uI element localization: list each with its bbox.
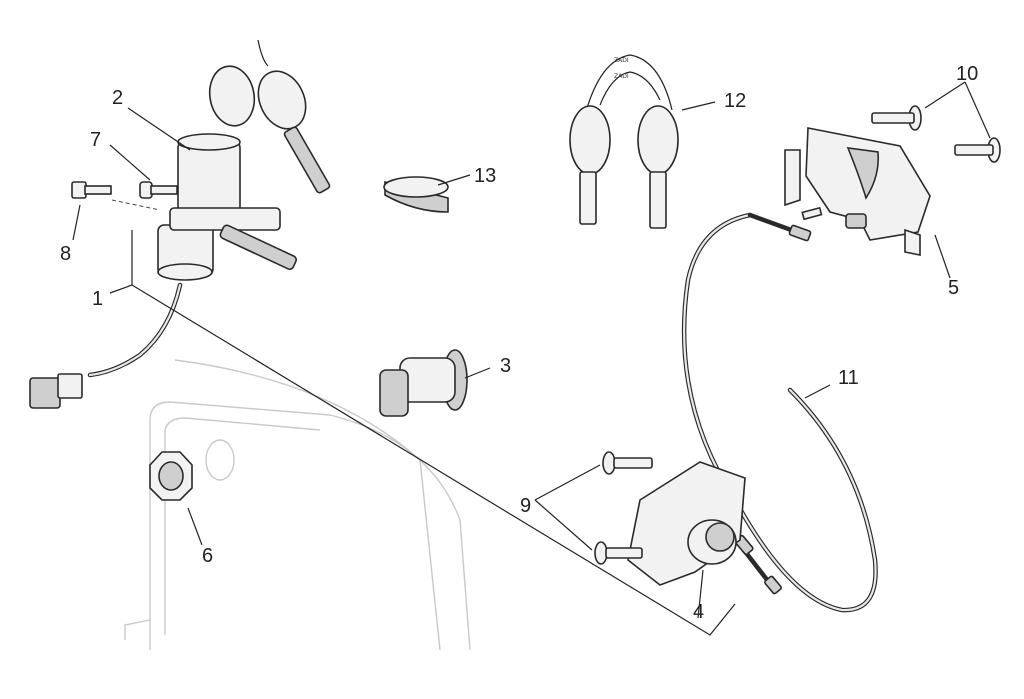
bolt-8 xyxy=(71,181,161,211)
callout-9: 9 xyxy=(520,495,531,517)
callout-4: 4 xyxy=(693,601,704,623)
callout-6: 6 xyxy=(202,545,213,567)
leader-lines xyxy=(72,81,991,636)
screws-10 xyxy=(871,105,1001,163)
latch-bracket-5 xyxy=(784,127,931,256)
callout-2: 2 xyxy=(112,87,123,109)
key-tag-label-2: ZADI xyxy=(614,73,629,80)
callout-5: 5 xyxy=(948,277,959,299)
callout-1: 1 xyxy=(92,288,103,310)
cable-11 xyxy=(681,212,878,613)
callout-12: 12 xyxy=(724,90,746,112)
key-pair-12: ZADI ZADI xyxy=(569,54,679,229)
nut-6 xyxy=(149,451,193,501)
callout-3: 3 xyxy=(500,355,511,377)
frame-outline-background xyxy=(124,359,471,651)
ring-13 xyxy=(383,176,449,213)
screw-7 xyxy=(139,181,178,199)
callout-10: 10 xyxy=(956,63,978,85)
callout-8: 8 xyxy=(60,243,71,265)
screws-9 xyxy=(594,451,653,565)
lock-housing-4 xyxy=(627,461,746,586)
key-tag-label: ZADI xyxy=(614,57,629,64)
lock-body-with-keys xyxy=(169,39,331,270)
callout-7: 7 xyxy=(90,129,101,151)
callout-11: 11 xyxy=(838,367,859,389)
callout-13: 13 xyxy=(474,165,496,187)
lock-barrel-3 xyxy=(379,349,468,417)
callout-labels: 1 2 3 4 5 6 7 8 9 10 11 12 13 xyxy=(60,63,978,623)
ignition-switch-part xyxy=(29,224,214,409)
